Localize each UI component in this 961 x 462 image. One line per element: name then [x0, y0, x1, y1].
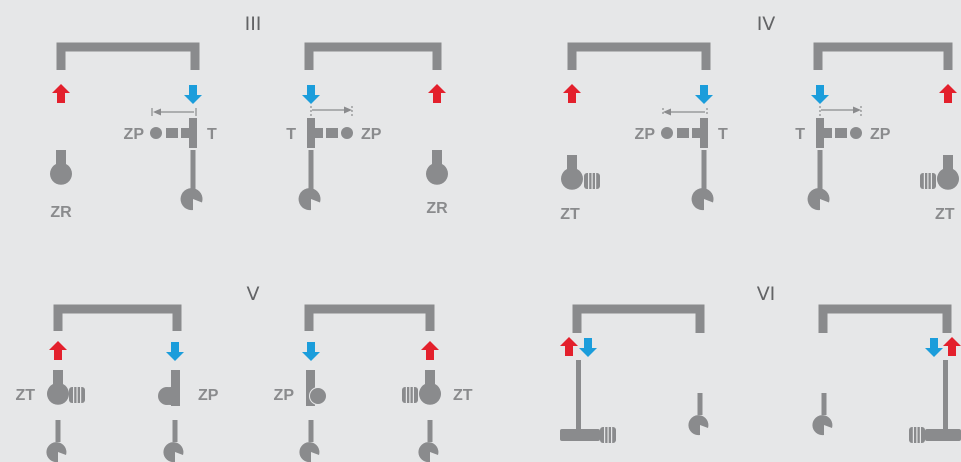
- lower-valve-icon: [180, 150, 203, 211]
- thermostatic-head-icon: [909, 427, 925, 443]
- label-t: T: [286, 126, 296, 143]
- thermostatic-head-icon: [584, 173, 600, 189]
- zt-valve-icon: [47, 370, 69, 405]
- lower-valve-icon: [812, 393, 833, 436]
- label-zt: ZT: [935, 206, 955, 223]
- return-arrow-icon: [166, 342, 184, 361]
- label-zp: ZP: [361, 126, 382, 143]
- return-arrow-icon: [302, 342, 320, 361]
- section-label-iv: IV: [757, 13, 776, 35]
- bottom-connector: [560, 429, 600, 441]
- return-arrow-icon: [811, 85, 829, 104]
- supply-arrow-icon: [563, 84, 581, 103]
- supply-arrow-icon: [52, 84, 70, 103]
- section-iii-left-radiator: ZR ZP T: [50, 42, 217, 221]
- label-t: T: [795, 126, 805, 143]
- zp-detentor-valve: [816, 118, 862, 148]
- label-zp: ZP: [870, 126, 891, 143]
- radiator-frame: [567, 42, 711, 70]
- label-zt: ZT: [15, 387, 35, 404]
- label-zp: ZP: [198, 387, 219, 404]
- zr-valve-icon: [50, 150, 72, 185]
- section-label-vi: VI: [757, 283, 776, 305]
- bottom-connector: [925, 429, 961, 441]
- zr-valve-icon: [426, 150, 448, 185]
- radiator-frame: [813, 42, 953, 70]
- thermostatic-head-icon: [600, 427, 616, 443]
- lower-valve-icon: [298, 150, 321, 211]
- label-zp: ZP: [635, 126, 656, 143]
- radiator-frame: [304, 304, 435, 331]
- radiator-frame: [304, 42, 442, 70]
- supply-arrow-icon: [943, 337, 961, 356]
- section-iv-left-radiator: ZT ZP T: [560, 42, 728, 223]
- section-label-iii: III: [245, 13, 262, 35]
- thermostatic-head-icon: [920, 173, 936, 189]
- return-arrow-icon: [302, 85, 320, 104]
- label-zr: ZR: [426, 200, 448, 217]
- radiator-frame: [572, 304, 705, 333]
- supply-arrow-icon: [560, 337, 578, 356]
- lower-valve-icon: [299, 420, 320, 462]
- lower-valve-icon: [163, 420, 184, 462]
- section-label-v: V: [247, 283, 260, 305]
- supply-arrow-icon: [428, 84, 446, 103]
- lower-valve-icon: [418, 420, 439, 462]
- label-t: T: [718, 126, 728, 143]
- zt-valve-icon: [561, 155, 583, 190]
- zp-detentor-valve: [661, 118, 708, 148]
- zp-detentor-valve: [158, 370, 180, 406]
- radiator-frame: [818, 304, 952, 333]
- zt-valve-icon: [937, 155, 959, 190]
- supply-arrow-icon: [939, 84, 957, 103]
- section-v-right-radiator: ZP ZT: [274, 304, 473, 462]
- return-arrow-icon: [184, 85, 202, 104]
- return-arrow-icon: [925, 338, 943, 357]
- supply-arrow-icon: [49, 341, 67, 360]
- section-iii-right-radiator: T ZP ZR: [286, 42, 448, 217]
- radiator-frame: [56, 42, 200, 70]
- section-vi-right-radiator: [812, 304, 961, 443]
- label-zt: ZT: [560, 206, 580, 223]
- lower-valve-icon: [691, 150, 714, 211]
- radiator-frame: [53, 304, 182, 331]
- riser-pipe: [576, 360, 581, 430]
- lower-valve-icon: [807, 150, 830, 211]
- zp-detentor-valve: [306, 370, 327, 406]
- zp-detentor-valve: [150, 118, 197, 148]
- return-arrow-icon: [695, 85, 713, 104]
- label-t: T: [207, 126, 217, 143]
- thermostatic-head-icon: [69, 387, 85, 403]
- section-vi-left-radiator: [560, 304, 709, 443]
- return-arrow-icon: [579, 338, 597, 357]
- lower-valve-icon: [688, 393, 709, 436]
- section-v-left-radiator: ZT ZP: [15, 304, 219, 462]
- supply-arrow-icon: [421, 341, 439, 360]
- thermostatic-head-icon: [402, 387, 418, 403]
- label-zr: ZR: [50, 204, 72, 221]
- zp-detentor-valve: [307, 118, 353, 148]
- label-zp: ZP: [124, 126, 145, 143]
- lower-valve-icon: [46, 420, 67, 462]
- dimension-line: [151, 108, 197, 116]
- zt-valve-icon: [419, 370, 441, 405]
- riser-pipe: [943, 360, 948, 430]
- section-iv-right-radiator: T ZP ZT: [795, 42, 959, 223]
- label-zp: ZP: [274, 387, 295, 404]
- label-zt: ZT: [453, 387, 473, 404]
